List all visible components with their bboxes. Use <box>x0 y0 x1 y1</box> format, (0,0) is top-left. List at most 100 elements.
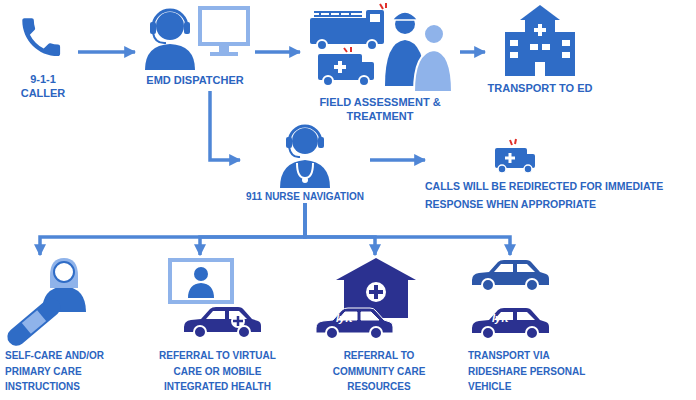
nurse-icon <box>280 160 330 188</box>
responders-icon <box>317 40 327 50</box>
virtual-care-icon <box>184 307 261 338</box>
responders-icon <box>344 47 351 52</box>
node-label: 911 NURSE NAVIGATION <box>240 190 370 203</box>
community-care-icon <box>316 258 416 339</box>
logo-text: lyft <box>492 312 509 324</box>
nurse-icon <box>289 147 300 157</box>
caller-node: 9-1-1 CALLER <box>8 10 78 102</box>
hospital-icon <box>534 24 546 36</box>
flow-arrow <box>78 50 135 54</box>
dispatcher-icon <box>153 10 187 27</box>
virtual-care-icon <box>233 316 243 326</box>
logo-text: lyft <box>336 312 353 324</box>
flow-arrow <box>305 203 510 255</box>
field-node: FIELD ASSESSMENT & TREATMENT <box>300 5 460 123</box>
community-care-icon <box>316 308 393 339</box>
self-care-icon <box>54 262 74 282</box>
nurse-icon <box>297 163 313 178</box>
redirect-node: CALLS WILL BE REDIRECTED FOR IMMEDIATE R… <box>425 135 693 225</box>
virtual-care-icon <box>188 283 214 298</box>
community-care-icon <box>336 258 416 280</box>
hospital-icon <box>505 5 575 76</box>
node-label: REFERRAL TO COMMUNITY CARE RESOURCES <box>313 348 445 395</box>
phone-icon <box>22 18 60 56</box>
community-care-icon <box>369 285 383 299</box>
responders-icon <box>367 40 377 50</box>
node-label: REFERRAL TO VIRTUAL CARE OR MOBILE INTEG… <box>150 348 285 395</box>
hospital-node: TRANSPORT TO ED <box>485 5 595 97</box>
ambulance-icon <box>495 139 535 173</box>
self-care-icon <box>4 295 65 350</box>
responders-icon <box>359 76 369 86</box>
node-label: EMD DISPATCHER <box>135 73 255 87</box>
nurse-icon <box>318 137 324 148</box>
dispatcher-node: EMD DISPATCHER <box>135 5 255 91</box>
outcome-node: SELF-CARE AND/OR PRIMARY CARE INSTRUCTIO… <box>5 255 117 397</box>
rideshare-icon <box>472 308 549 339</box>
community-care-icon <box>366 282 386 302</box>
nurse-icon <box>286 137 292 148</box>
node-label: TRANSPORT VIA RIDESHARE PERSONAL VEHICLE <box>468 348 588 395</box>
node-label: 9-1-1 CALLER <box>8 72 78 101</box>
ambulance-icon <box>524 165 532 173</box>
rideshare-icon <box>472 260 549 339</box>
dispatcher-icon <box>145 44 195 70</box>
dispatcher-icon <box>200 8 248 44</box>
responders-icon <box>366 10 384 44</box>
nurse-icon <box>289 126 321 142</box>
nurse-icon <box>302 177 308 183</box>
hospital-icon <box>562 40 570 46</box>
nurse-icon <box>280 126 330 188</box>
hospital-icon <box>530 44 538 50</box>
dispatcher-icon <box>219 44 229 52</box>
hospital-icon <box>510 40 518 46</box>
ambulance-icon <box>505 153 515 163</box>
flow-arrow <box>460 50 485 54</box>
responders-icon <box>323 76 333 86</box>
nurse-icon <box>292 128 318 154</box>
flow-arrow <box>305 203 375 255</box>
ambulance-icon <box>498 165 506 173</box>
hospital-icon <box>535 62 545 76</box>
hospital-icon <box>525 18 555 76</box>
virtual-care-icon <box>231 314 245 328</box>
virtual-care-icon <box>170 260 261 338</box>
phone-icon <box>22 18 60 56</box>
flow-arrow <box>200 203 305 255</box>
navigation-node: 911 NURSE NAVIGATION <box>240 118 370 203</box>
responders-icon <box>414 50 452 92</box>
hospital-icon <box>542 44 550 50</box>
node-label: CALLS WILL BE REDIRECTED FOR IMMEDIATE R… <box>425 177 693 214</box>
responders-icon <box>314 12 362 16</box>
outcome-node: REFERRAL TO COMMUNITY CARE RESOURCES <box>313 255 445 397</box>
responders-icon <box>334 61 346 73</box>
hospital-icon <box>520 5 560 20</box>
dispatcher-icon <box>145 8 248 70</box>
node-label: FIELD ASSESSMENT & TREATMENT <box>300 95 460 124</box>
flow-arrow <box>255 50 300 54</box>
flow-arrow <box>210 91 240 160</box>
hospital-icon <box>510 52 518 58</box>
dispatcher-icon <box>150 22 156 34</box>
hospital-icon <box>562 52 570 58</box>
node-label: SELF-CARE AND/OR PRIMARY CARE INSTRUCTIO… <box>5 348 117 395</box>
dispatcher-icon <box>156 12 184 40</box>
flow-arrow <box>370 158 425 162</box>
self-care-icon <box>4 258 86 349</box>
self-care-icon <box>50 258 78 288</box>
self-care-icon <box>22 310 46 334</box>
outcome-node: REFERRAL TO VIRTUAL CARE OR MOBILE INTEG… <box>150 255 285 397</box>
virtual-care-icon <box>194 267 208 281</box>
responders-icon <box>370 14 380 22</box>
ambulance-icon <box>510 139 516 145</box>
responders-icon <box>424 24 444 44</box>
virtual-care-icon <box>170 260 232 302</box>
dispatcher-icon <box>210 52 238 56</box>
dispatcher-icon <box>184 22 190 34</box>
node-label: TRANSPORT TO ED <box>485 81 595 95</box>
rideshare-icon <box>472 260 549 291</box>
responders-icon <box>392 12 418 20</box>
flow-arrow <box>40 203 305 255</box>
responders-icon <box>380 3 386 9</box>
